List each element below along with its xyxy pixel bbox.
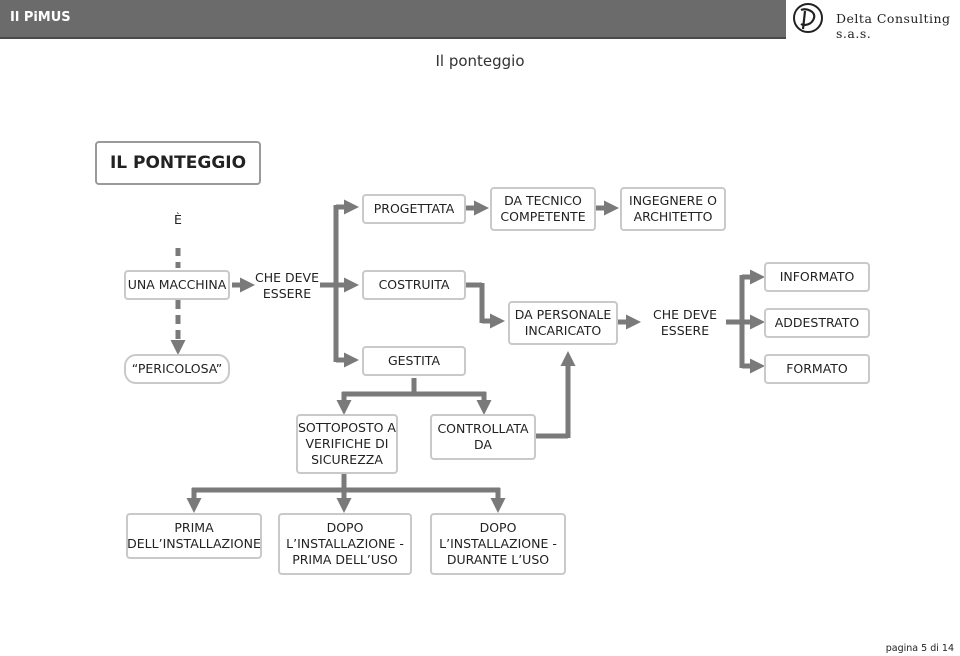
node-addestrato: ADDESTRATO [764, 308, 870, 338]
page-number: pagina 5 di 14 [885, 643, 954, 654]
node-che-deve-essere-2: CHE DEVE ESSERE [653, 307, 717, 338]
node-macchina: UNA MACCHINA [124, 270, 230, 300]
header-bar: Il PiMUS [0, 0, 786, 39]
node-formato: FORMATO [764, 354, 870, 384]
node-prima: PRIMA DELL’INSTALLAZIONE [126, 513, 262, 559]
node-ingegnere: INGEGNERE O ARCHITETTO [620, 187, 726, 231]
node-personale: DA PERSONALE INCARICATO [508, 301, 618, 345]
node-e: È [174, 212, 182, 227]
node-costruita: COSTRUITA [362, 270, 466, 300]
node-progettata: PROGETTATA [362, 194, 466, 224]
company-name: Delta Consulting s.a.s. [836, 11, 951, 41]
header-title: Il PiMUS [10, 10, 71, 25]
page-title: Il ponteggio [435, 52, 525, 70]
node-informato: INFORMATO [764, 262, 870, 292]
node-dopo-prima: DOPO L’INSTALLAZIONE - PRIMA DELL’USO [278, 513, 412, 575]
node-sottoposto: SOTTOPOSTO A VERIFICHE DI SICUREZZA [296, 414, 398, 474]
company-logo-icon [793, 3, 823, 33]
node-pericolosa: “PERICOLOSA” [124, 354, 230, 384]
node-tecnico: DA TECNICO COMPETENTE [490, 187, 596, 231]
node-controllata: CONTROLLATA DA [430, 414, 536, 460]
node-ponteggio: IL PONTEGGIO [95, 141, 261, 185]
node-gestita: GESTITA [362, 346, 466, 376]
node-che-deve-essere-1: CHE DEVE ESSERE [255, 270, 319, 301]
node-dopo-durante: DOPO L’INSTALLAZIONE - DURANTE L’USO [430, 513, 566, 575]
